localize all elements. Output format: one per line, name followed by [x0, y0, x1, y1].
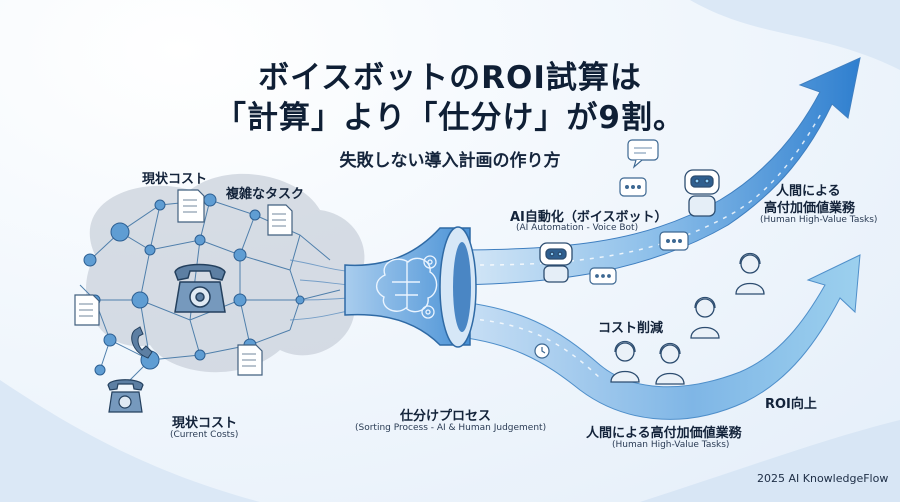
label-current-cost-bottom: 現状コスト [172, 416, 238, 431]
clock-icon [534, 343, 550, 359]
label-sorting-process-en: (Sorting Process - AI & Human Judgement) [355, 423, 547, 433]
arrow-flow-marker [459, 317, 601, 379]
headset-operator-icon [690, 296, 720, 339]
label-current-cost-top: 現状コスト [142, 172, 208, 187]
label-human-tasks-top-line1: 人間による [776, 184, 841, 199]
headset-operator-icon [655, 342, 685, 385]
document-icon [267, 204, 293, 236]
headset-operator-icon [735, 252, 765, 295]
chat-bubble-icon [619, 177, 647, 197]
label-current-cost-bottom-en: (Current Costs) [170, 430, 239, 440]
human-tasks-arrow [439, 254, 861, 420]
bg-wave-bottom [0, 380, 260, 502]
telephone-icon [107, 379, 144, 413]
label-human-tasks-bottom: 人間による高付加価値業務 [586, 426, 742, 441]
label-human-tasks-top-en: (Human High-Value Tasks) [760, 215, 878, 225]
ai-automation-arrow [439, 57, 861, 286]
label-ai-automation-en: (AI Automation - Voice Bot) [516, 223, 639, 233]
sorting-funnel [344, 226, 477, 348]
chat-bubble-icon [589, 267, 617, 285]
label-roi-up: ROI向上 [765, 397, 817, 412]
page-subtitle: 失敗しない導入計画の作り方 [339, 151, 561, 171]
chat-bubble-icon [627, 139, 659, 169]
bg-wave-top [690, 0, 900, 70]
gear-icon [423, 255, 437, 269]
label-cost-reduction: コスト削減 [598, 321, 664, 336]
brain-icon [375, 257, 438, 313]
arrow-flow-marker [459, 111, 823, 266]
telephone-icon [131, 326, 153, 359]
bg-wave-bottom-right [640, 420, 900, 502]
label-sorting-process: 仕分けプロセス [400, 409, 492, 424]
gear-icon [421, 305, 435, 319]
footer-credit: 2025 AI KnowledgeFlow [757, 472, 889, 485]
document-icon [237, 344, 263, 376]
chat-bubble-icon [659, 231, 689, 251]
page-title-line2: 「計算」より「仕分け」が9割。 [215, 100, 685, 136]
label-ai-automation: AI自動化（ボイスボット） [510, 210, 668, 225]
headset-operator-icon [610, 340, 640, 383]
robot-icon [684, 169, 720, 217]
document-icon [177, 189, 205, 223]
document-icon [74, 294, 100, 326]
label-human-tasks-top-line2: 高付加価値業務 [764, 201, 856, 216]
telephone-icon [174, 263, 226, 313]
page-title-line1: ボイスボットのROI試算は [258, 60, 642, 96]
network-nodes [83, 193, 305, 376]
robot-icon [539, 242, 573, 283]
label-human-tasks-bottom-en: (Human High-Value Tasks) [612, 440, 730, 450]
label-complex-tasks: 複雑なタスク [226, 187, 305, 202]
